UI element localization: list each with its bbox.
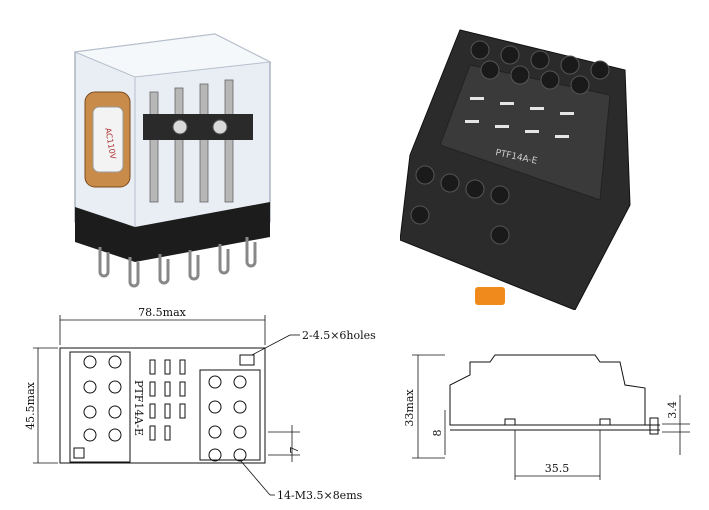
screws-note: 14-M3.5×8ems [277,489,363,502]
width-dimension: 78.5max [138,306,186,319]
socket-photo-icon: PTF14A-E [400,29,631,310]
rail-dimension: 8 [431,430,444,437]
front-view-drawing: PTF14A-E 78.5max 45.5max 2-4.5×6holes 7 [24,306,376,502]
clip-dimension: 3.4 [666,401,679,419]
relay-photo-icon: AC110V [73,33,272,288]
base-dimension: 35.5 [545,462,570,475]
dimension-drawings: PTF14A-E 78.5max 45.5max 2-4.5×6holes 7 [24,306,690,502]
pitch-dimension: 7 [288,447,301,454]
side-view-drawing: 33max 8 3.4 35.5 [403,354,690,480]
holes-note: 2-4.5×6holes [302,329,376,342]
side-height-dimension: 33max [403,389,416,427]
height-dimension: 45.5max [24,381,37,429]
front-model-label: PTF14A-E [132,380,145,436]
